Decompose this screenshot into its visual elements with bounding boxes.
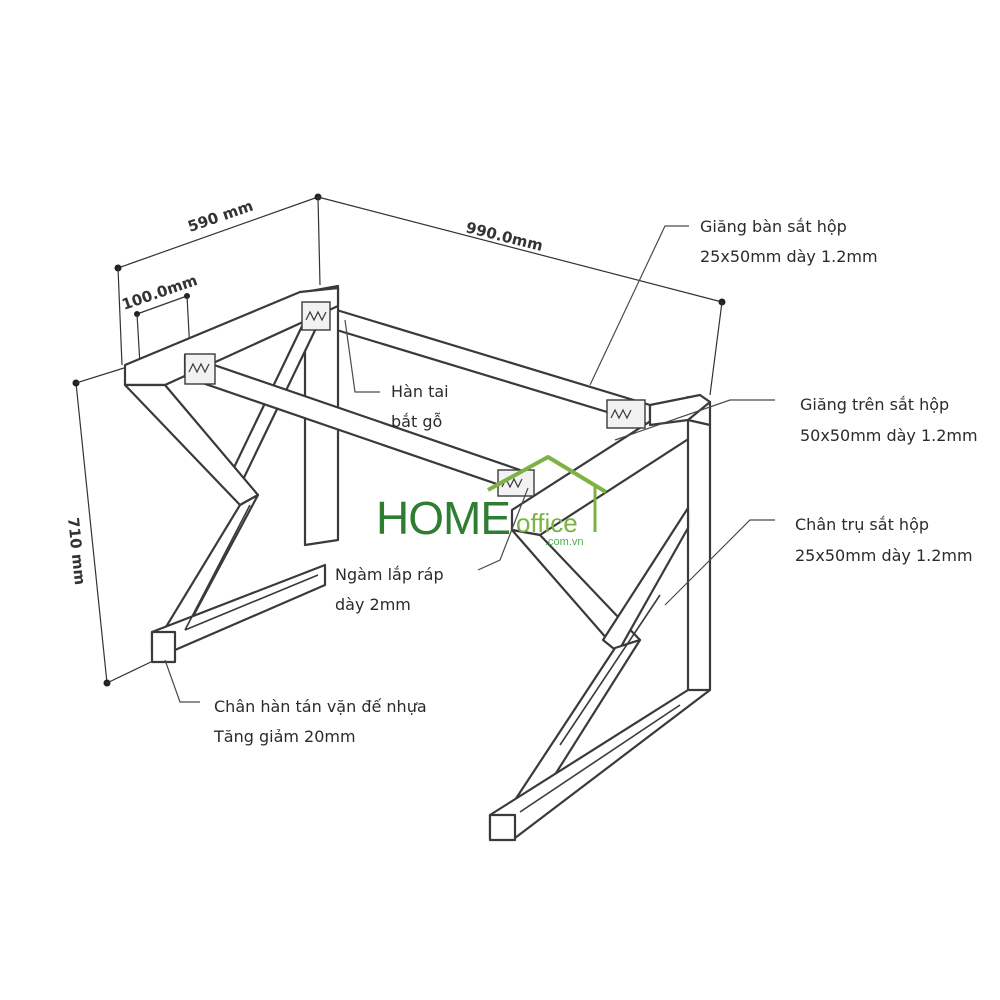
callout-giang-ban: Giăng bàn sắt hộp 25x50mm dày 1.2mm xyxy=(700,217,878,266)
frame-drawing xyxy=(123,284,712,842)
logo-office-text: office xyxy=(516,508,578,538)
callout-giang-ban-line2: 25x50mm dày 1.2mm xyxy=(700,247,878,266)
homeoffice-logo: HOME office .com.vn xyxy=(376,455,608,548)
callout-chan-tru-line1: Chân trụ sắt hộp xyxy=(795,515,929,534)
callout-chan-tru-line2: 25x50mm dày 1.2mm xyxy=(795,546,973,565)
callout-giang-tren-line2: 50x50mm dày 1.2mm xyxy=(800,426,978,445)
callout-han-tai-line2: bắt gỗ xyxy=(391,412,442,431)
dimension-height: 710 mm xyxy=(64,517,89,586)
callout-ngam-lap-line2: dày 2mm xyxy=(335,595,411,614)
callout-chan-tru: Chân trụ sắt hộp 25x50mm dày 1.2mm xyxy=(795,515,973,565)
callout-han-tai-line1: Hàn tai xyxy=(391,382,449,401)
house-roof-icon xyxy=(487,455,608,494)
callout-giang-tren-line1: Giăng trên sắt hộp xyxy=(800,395,949,414)
dimension-width: 990.0mm xyxy=(464,218,545,255)
dimension-depth: 590 mm xyxy=(185,197,255,236)
dimension-lines xyxy=(72,193,726,687)
callout-giang-ban-line1: Giăng bàn sắt hộp xyxy=(700,217,847,236)
callout-giang-tren: Giăng trên sắt hộp 50x50mm dày 1.2mm xyxy=(800,395,978,445)
callout-ngam-lap-line1: Ngàm lắp ráp xyxy=(335,565,444,584)
logo-domain-text: .com.vn xyxy=(545,536,584,548)
callout-han-tai: Hàn tai bắt gỗ xyxy=(391,382,449,431)
callout-chan-han-line2: Tăng giảm 20mm xyxy=(213,727,356,746)
callout-chan-han: Chân hàn tán vặn đế nhựa Tăng giảm 20mm xyxy=(213,697,427,746)
leader-lines xyxy=(164,225,775,703)
logo-home-text: HOME xyxy=(376,492,510,544)
callout-chan-han-line1: Chân hàn tán vặn đế nhựa xyxy=(214,697,427,716)
callout-ngam-lap: Ngàm lắp ráp dày 2mm xyxy=(335,565,444,614)
